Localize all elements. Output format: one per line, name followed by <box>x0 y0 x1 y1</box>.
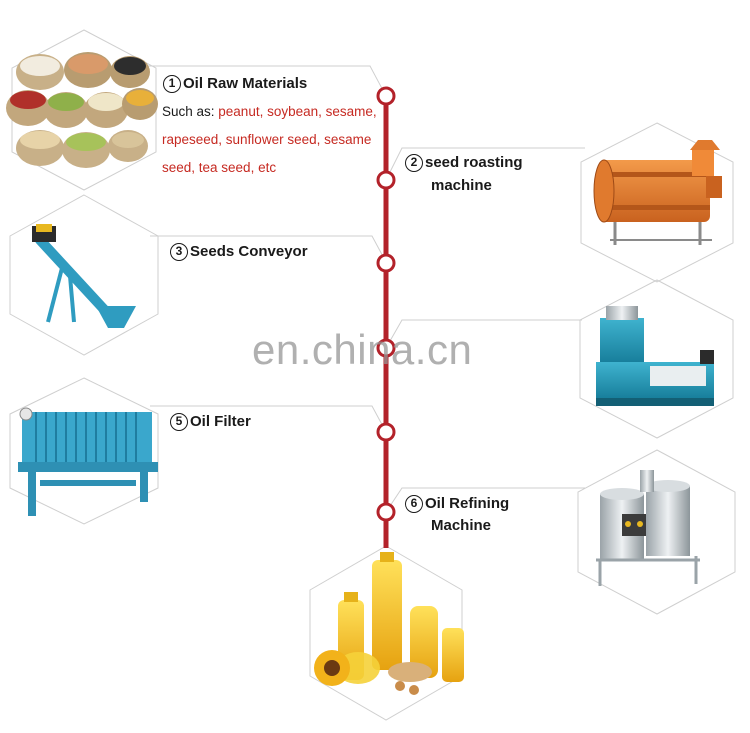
step-3-label: Seeds Conveyor <box>190 243 308 260</box>
grain-sacks-image <box>6 52 158 168</box>
step-6-number: 6 <box>405 495 423 513</box>
step-2-label-line1: seed roasting <box>425 154 523 171</box>
timeline-node-1 <box>376 86 396 106</box>
watermark: en.china.cn <box>252 326 473 373</box>
step-1-label: Oil Raw Materials <box>183 75 308 92</box>
step-6-label-line1: Oil Refining <box>425 495 510 512</box>
timeline-node-3 <box>376 253 396 273</box>
roasting-machine-image <box>593 140 722 245</box>
step-5-label: Oil Filter <box>190 413 251 430</box>
timeline-node-2 <box>376 170 396 190</box>
raw-materials-text: Such as: peanut, soybean, sesame, rapese… <box>162 98 382 182</box>
timeline-node-6 <box>376 502 396 522</box>
raw-materials-items: peanut, soybean, sesame, rapeseed, sunfl… <box>162 104 377 175</box>
step-6-label-line2: Machine <box>431 517 492 534</box>
step-2-number: 2 <box>405 154 423 172</box>
timeline-node-4 <box>376 338 396 358</box>
timeline-nodes <box>376 86 396 522</box>
hexagon-frames <box>9 29 736 721</box>
step-1-number: 1 <box>163 75 181 93</box>
timeline-node-5 <box>376 422 396 442</box>
filter-press-image <box>18 407 158 516</box>
raw-materials-lead: Such as: <box>162 104 219 119</box>
refining-machine-image <box>596 470 700 586</box>
connector-lines <box>140 65 585 513</box>
oil-bottles-image <box>314 552 464 695</box>
screw-conveyor-image <box>32 224 136 328</box>
step-3-number: 3 <box>170 243 188 261</box>
step-2-label-line2: machine <box>431 177 492 194</box>
step-5-number: 5 <box>170 413 188 431</box>
oil-press-image <box>596 306 714 406</box>
